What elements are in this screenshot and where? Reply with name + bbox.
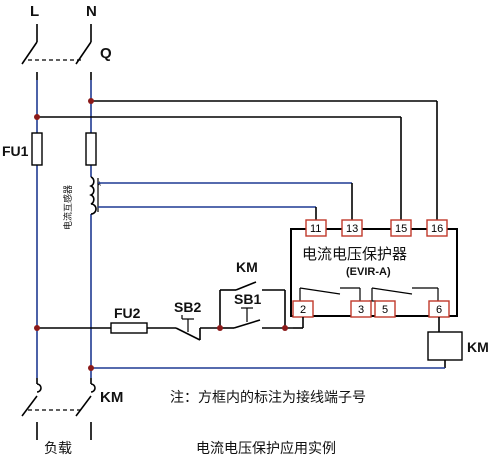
- label-sb1: SB1: [234, 291, 261, 307]
- protector-title: 电流电压保护器: [302, 246, 407, 263]
- terminal-13-label: 13: [346, 223, 358, 235]
- node-sb1-right: [282, 325, 288, 331]
- node-n-top: [88, 98, 94, 104]
- label-km-main: KM: [100, 389, 123, 406]
- label-current-transformer: 电流互感器: [62, 185, 73, 230]
- terminal-2-label: 2: [300, 304, 306, 316]
- protector-model: (EVIR-A): [346, 266, 391, 278]
- terminal-16: [426, 219, 448, 237]
- main-contactor-km: [21, 378, 96, 440]
- figure-caption: 电流电压保护应用实例: [196, 440, 336, 456]
- label-n: N: [86, 3, 97, 20]
- control-circuit: [37, 281, 463, 369]
- terminal-3: [350, 300, 372, 318]
- ct-polarity-star: *: [97, 179, 102, 193]
- node-n-ctrl: [88, 365, 94, 371]
- terminal-6-label: 6: [436, 304, 442, 316]
- terminal-15: [390, 219, 412, 237]
- label-l: L: [30, 3, 39, 20]
- label-km-coil: KM: [467, 339, 489, 355]
- top-feed-wires: [37, 100, 438, 220]
- terminal-3-label: 3: [358, 304, 364, 316]
- terminal-11: [305, 219, 327, 237]
- label-fu2: FU2: [114, 305, 141, 321]
- note-text: 注：方框内的标注为接线端子号: [170, 389, 366, 405]
- label-q: Q: [100, 45, 112, 62]
- node-l-ctrl: [34, 325, 40, 331]
- label-fu1: FU1: [2, 143, 29, 159]
- internal-contacts: [299, 287, 439, 302]
- fuse-fu1: [31, 132, 97, 166]
- label-sb2: SB2: [174, 299, 201, 315]
- label-km-holding: KM: [236, 259, 258, 275]
- node-l-top: [34, 114, 40, 120]
- terminal-5-label: 5: [382, 304, 388, 316]
- breaker-q: [21, 41, 92, 80]
- terminal-11-label: 11: [310, 223, 321, 235]
- protector-frame: [290, 228, 458, 317]
- node-sb1-left: [217, 325, 223, 331]
- terminal-15-label: 15: [395, 223, 407, 235]
- terminal-13: [341, 219, 363, 237]
- terminal-16-label: 16: [431, 223, 443, 235]
- label-load: 负载: [44, 440, 72, 456]
- terminal-5: [374, 300, 396, 318]
